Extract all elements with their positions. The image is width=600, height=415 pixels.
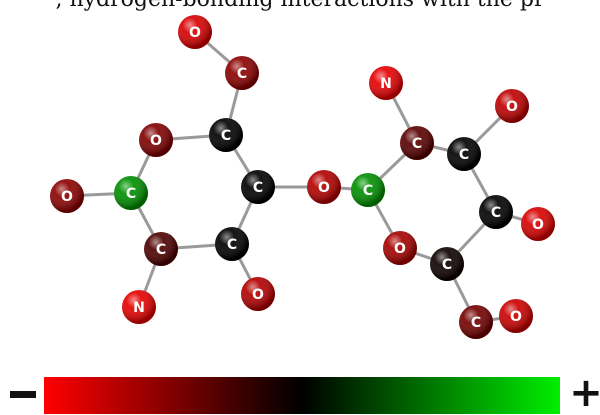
atom-label: C — [156, 242, 166, 258]
atom-highlight — [459, 305, 493, 339]
atom-highlight — [521, 207, 555, 241]
atom-highlight — [351, 173, 385, 207]
atom-n_left: N — [122, 290, 156, 324]
atom-label: N — [133, 300, 145, 316]
atom-c_ring2_d: C — [430, 247, 464, 281]
atom-o_top_right: O — [495, 89, 529, 123]
atom-highlight — [383, 231, 417, 265]
caption-text: , hydrogen-bonding interactions with the… — [0, 0, 600, 13]
atom-label: C — [459, 147, 469, 163]
atom-label: O — [150, 133, 162, 149]
atom-highlight — [499, 299, 533, 333]
atom-highlight — [307, 170, 341, 204]
atoms-layer: O C C O O C C C C N O O C N C O C O C O C C O — [50, 15, 555, 339]
atom-label: O — [189, 25, 201, 41]
atom-o_right: O — [521, 207, 555, 241]
atom-highlight — [430, 247, 464, 281]
atom-highlight — [225, 56, 259, 90]
atom-highlight — [495, 89, 529, 123]
atom-o_top: O — [178, 15, 212, 49]
atom-c_ch2: C — [225, 56, 259, 90]
charge-colorbar — [44, 377, 560, 414]
atom-label: C — [412, 136, 422, 152]
minus-sign — [10, 391, 36, 398]
atom-n_right: N — [369, 66, 403, 100]
atom-highlight — [215, 227, 249, 261]
atom-label: C — [491, 205, 501, 221]
atom-highlight — [400, 126, 434, 160]
atom-highlight — [144, 232, 178, 266]
atom-label: O — [532, 217, 544, 233]
atom-label: C — [237, 66, 247, 82]
atom-o_bottom1: O — [241, 277, 275, 311]
atom-label: O — [318, 180, 330, 196]
atom-c_ring2_c: C — [479, 195, 513, 229]
atom-c_ring1_bot: C — [215, 227, 249, 261]
atom-label: O — [61, 189, 73, 205]
atom-highlight — [241, 170, 275, 204]
atom-c_anomeric1: C — [114, 176, 148, 210]
atom-o_ring1: O — [139, 123, 173, 157]
atom-c_ring1_mid: C — [241, 170, 275, 204]
atom-label: C — [363, 183, 373, 199]
atom-label: N — [380, 76, 392, 92]
atom-label: C — [221, 128, 231, 144]
atom-c_ring1_top: C — [209, 118, 243, 152]
atom-label: O — [510, 309, 522, 325]
atom-highlight — [447, 137, 481, 171]
atom-c_anomeric2: C — [351, 173, 385, 207]
atom-c_ch2_2: C — [459, 305, 493, 339]
plus-sign: + — [569, 370, 600, 415]
atom-highlight — [479, 195, 513, 229]
atom-label: O — [394, 241, 406, 257]
atom-highlight — [139, 123, 173, 157]
atom-o_bottom2: O — [499, 299, 533, 333]
atom-highlight — [122, 290, 156, 324]
atom-c_ring2_b: C — [447, 137, 481, 171]
atom-o_left: O — [50, 179, 84, 213]
atom-label: C — [227, 237, 237, 253]
atom-label: C — [471, 315, 481, 331]
atom-highlight — [241, 277, 275, 311]
atom-highlight — [178, 15, 212, 49]
atom-highlight — [114, 176, 148, 210]
atom-label: C — [253, 180, 263, 196]
atom-label: C — [126, 186, 136, 202]
atom-o_ring2: O — [383, 231, 417, 265]
atom-o_link: O — [307, 170, 341, 204]
atom-highlight — [50, 179, 84, 213]
atom-label: O — [252, 287, 264, 303]
atom-c_ring2_a: C — [400, 126, 434, 160]
atom-c_ring1_low: C — [144, 232, 178, 266]
atom-highlight — [369, 66, 403, 100]
atom-label: O — [506, 99, 518, 115]
atom-highlight — [209, 118, 243, 152]
bonds-layer — [66, 30, 539, 324]
atom-label: C — [442, 257, 452, 273]
